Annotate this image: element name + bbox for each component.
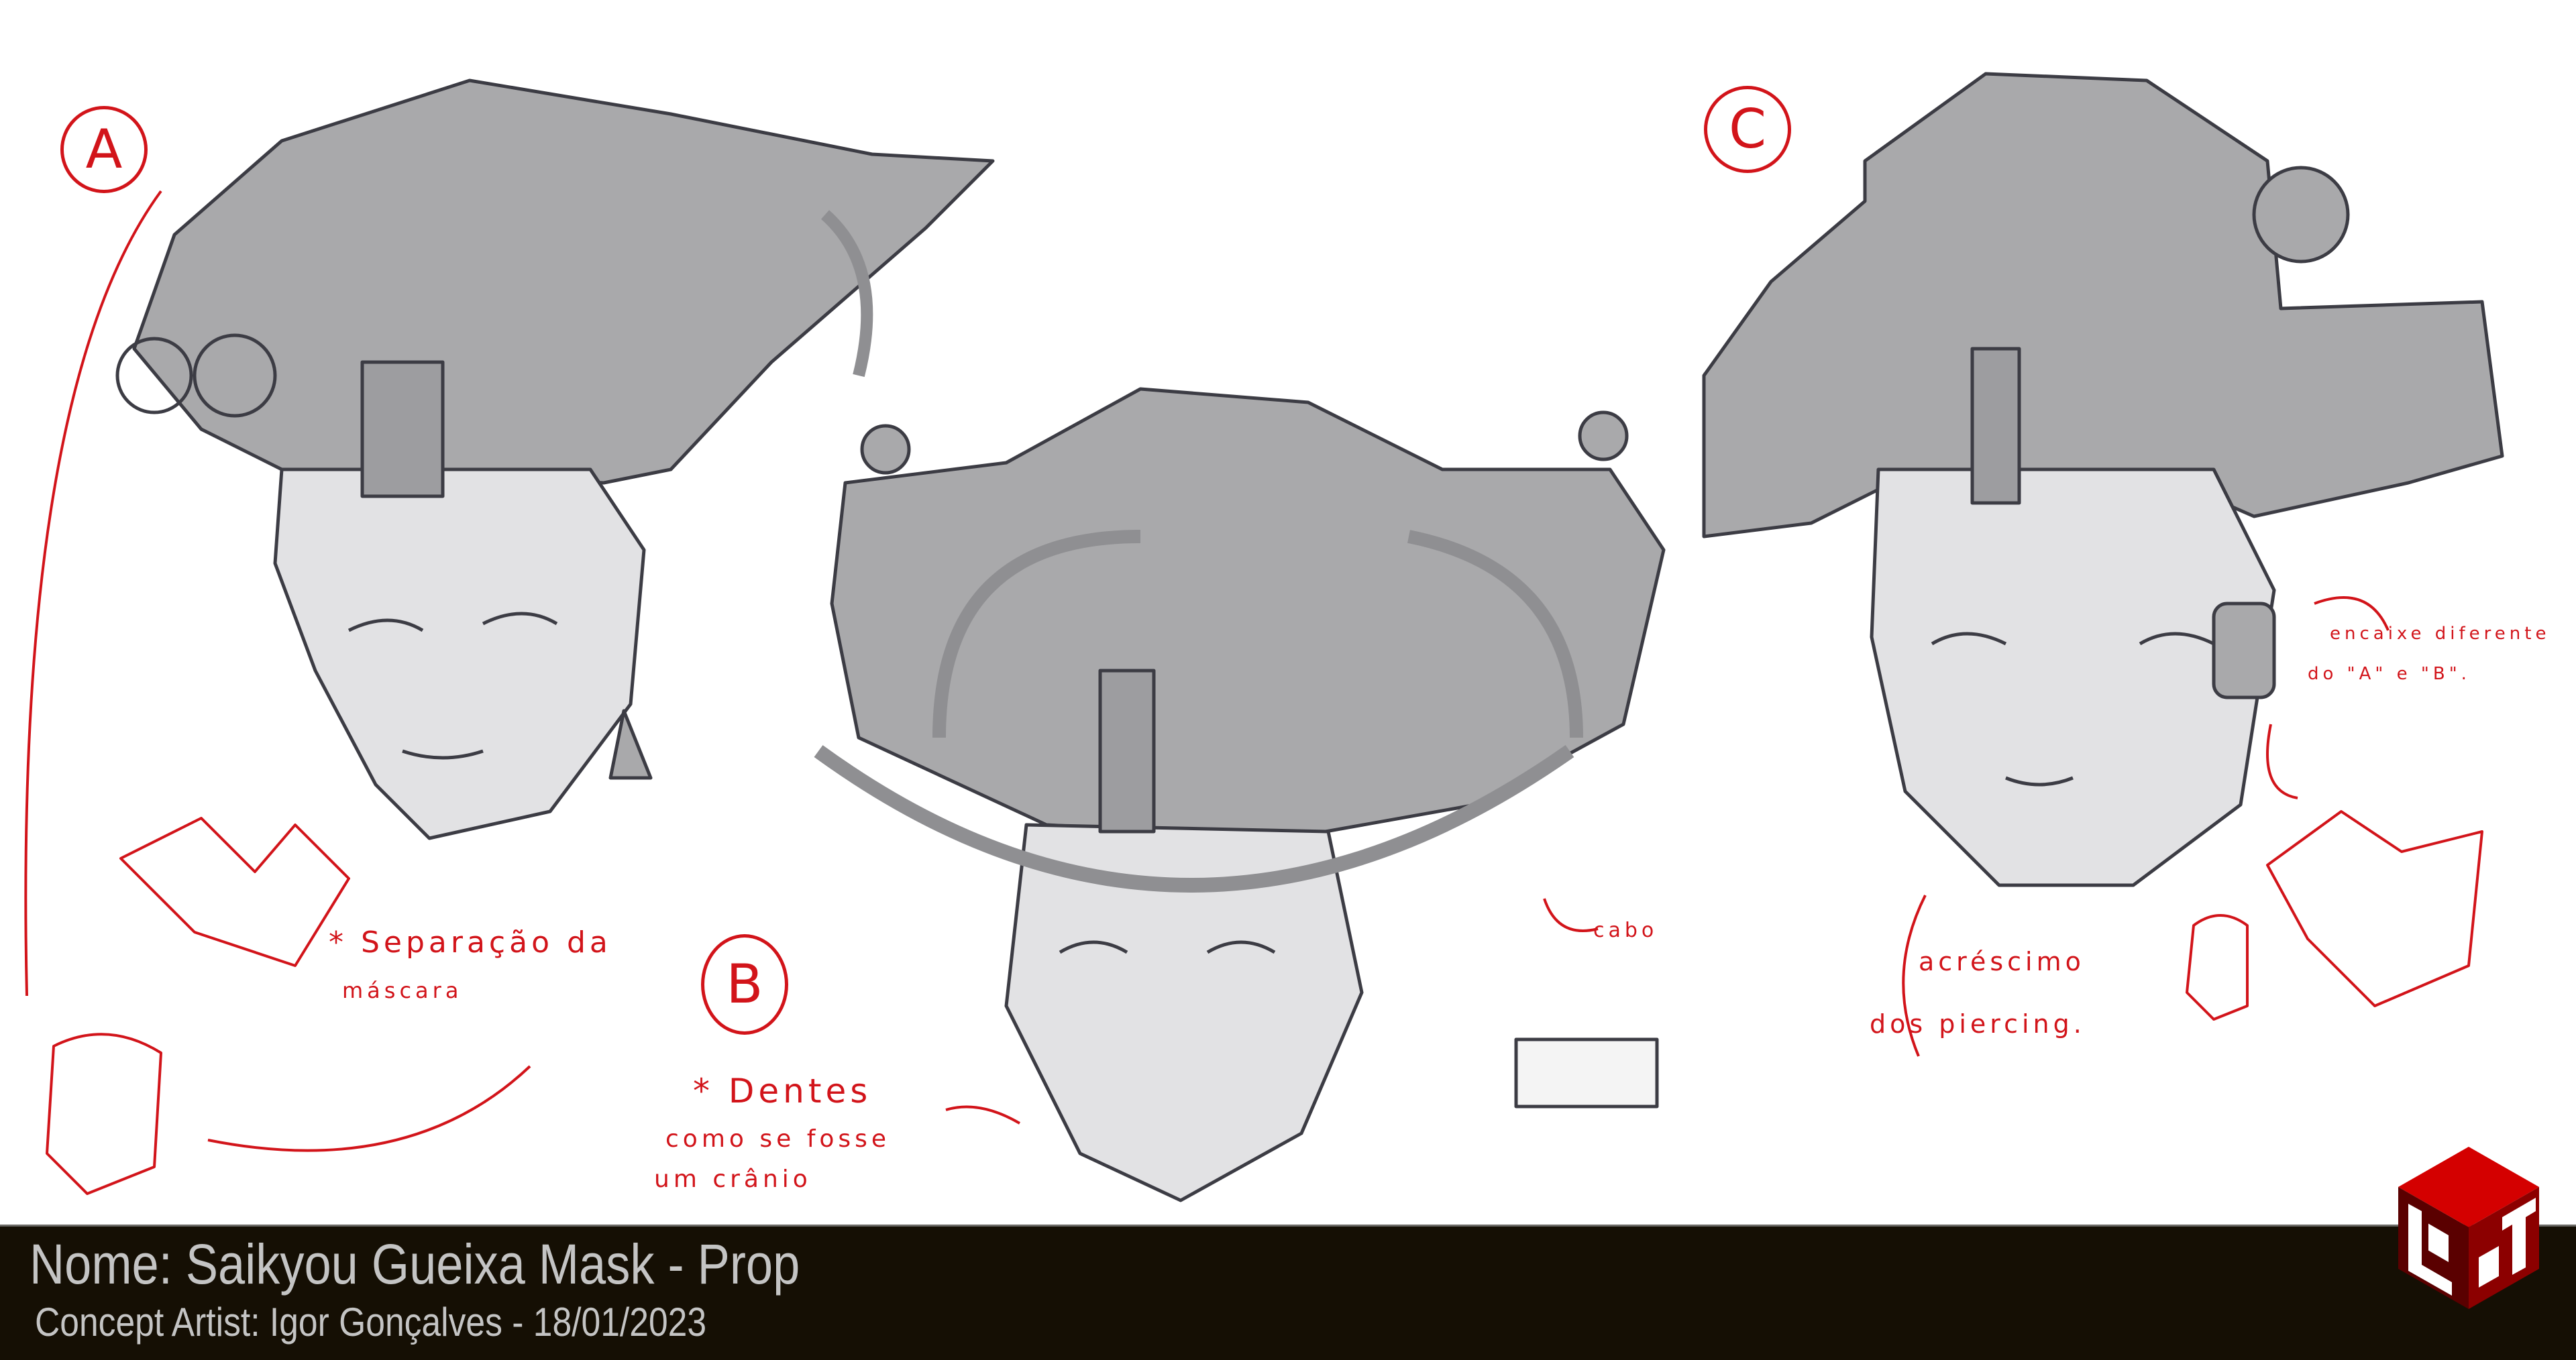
mask-b-sketch [814,387,1666,1202]
note-separacao: * Separação da [329,925,612,960]
note-encaixe-diferente: encaixe diferente [2330,624,2551,644]
note-dos-piercing: dos piercing. [1870,1009,2086,1039]
variant-c-label: C [1704,86,1791,173]
note-cabo: cabo [1593,919,1658,942]
footer-bar: Nome: Saikyou Gueixa Mask - Prop Concept… [0,1225,2576,1360]
artist-credit: Concept Artist: Igor Gonçalves - 18/01/2… [35,1300,707,1345]
mask-c-sketch [1702,72,2504,887]
note-do-a-e-b: do "A" e "B". [2308,664,2471,684]
mask-a-sketch [115,78,995,840]
prop-title: Nome: Saikyou Gueixa Mask - Prop [30,1233,800,1296]
loot-logo [2398,1147,2539,1309]
note-um-cranio: um crânio [654,1166,812,1193]
note-como-se-fosse: como se fosse [665,1125,891,1153]
variant-b-label: B [701,934,788,1035]
note-dentes: * Dentes [693,1072,872,1111]
variant-a-label: A [60,106,148,193]
note-acrescimo: acréscimo [1919,947,2085,976]
annotation-strokes [24,190,2483,1195]
note-mascara: máscara [342,978,463,1003]
concept-sketch-canvas [24,72,2504,1202]
